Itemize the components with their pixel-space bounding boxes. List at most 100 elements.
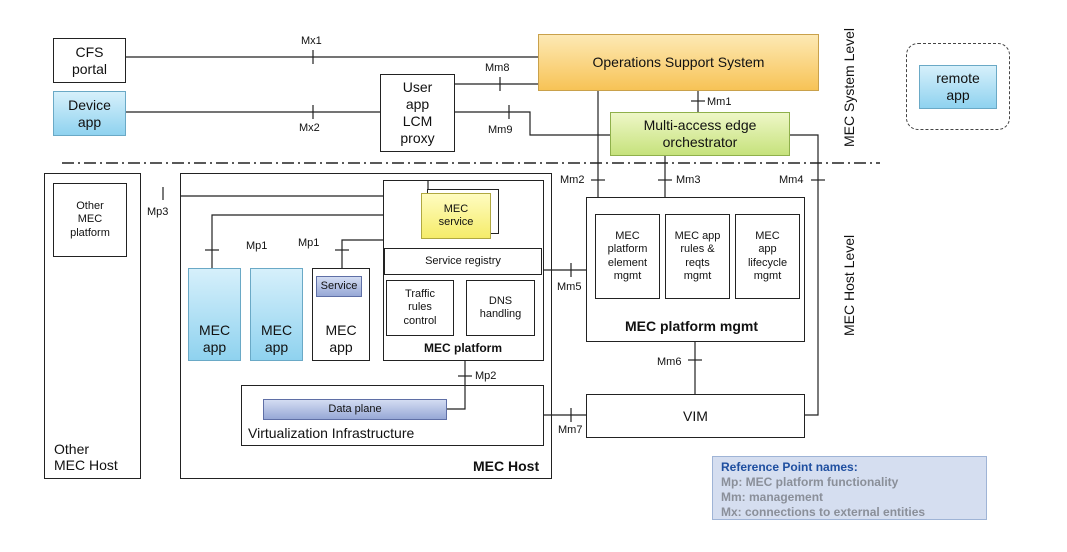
multi-access-edge-orchestrator[interactable]: Multi-access edge orchestrator (610, 112, 790, 156)
mec-app-1-line-2: app (202, 339, 227, 356)
legend-mp: Mp: MEC platform functionality (721, 475, 899, 489)
virtualization-infrastructure[interactable] (241, 385, 544, 446)
arm-line-3: reqts (685, 256, 710, 269)
mec-app-2-line-2: app (264, 339, 289, 356)
app-service[interactable]: Service (316, 276, 362, 297)
legend-mx: Mx: connections to external entities (721, 505, 926, 519)
other-platform-line-2: MEC (77, 213, 103, 226)
mec-service-line-2: service (438, 216, 474, 228)
data-plane[interactable]: Data plane (263, 399, 447, 420)
ref-mp2: Mp2 (475, 370, 497, 382)
device-app[interactable]: Device app (53, 91, 126, 136)
mec-app-2[interactable]: MEC app (250, 268, 303, 361)
service-registry-label: Service registry (425, 254, 501, 267)
app-service-label: Service (320, 279, 358, 292)
app-rules-reqts-mgmt[interactable]: MEC app rules & reqts mgmt (665, 214, 730, 299)
ref-mm1: Mm1 (707, 96, 732, 108)
user-app-lcm-proxy[interactable]: User app LCM proxy (380, 74, 455, 152)
pem-line-1: MEC (615, 230, 640, 243)
other-host-line-2: MEC Host (54, 457, 118, 474)
oss-label: Operations Support System (592, 54, 765, 71)
mec-host[interactable] (180, 173, 552, 479)
ref-mm5: Mm5 (557, 281, 582, 293)
traffic-rules-control[interactable]: Traffic rules control (386, 280, 454, 336)
legend-mm: Mm: management (721, 490, 824, 504)
mec-host-label: MEC Host (473, 458, 540, 474)
pem-line-3: element (607, 256, 648, 269)
mec-platform-mgmt[interactable] (586, 197, 805, 342)
mec-platform[interactable] (383, 180, 544, 361)
alm-line-1: MEC (755, 230, 780, 243)
remote-app-container: remote app (906, 43, 1010, 130)
ref-mm4: Mm4 (779, 174, 804, 186)
mec-app-1-line-1: MEC (198, 322, 231, 339)
operations-support-system[interactable]: Operations Support System (538, 34, 819, 91)
mec-app-1[interactable]: MEC app (188, 268, 241, 361)
reference-point-legend: Reference Point names: Mp: MEC platform … (712, 456, 987, 520)
alm-line-4: mgmt (753, 269, 782, 282)
ref-mp1-a: Mp1 (246, 240, 268, 252)
ref-mp3: Mp3 (147, 206, 169, 218)
mec-app-3-line-1: MEC (325, 322, 357, 339)
remote-app[interactable]: remote app (919, 64, 997, 109)
traffic-line-1: Traffic (405, 288, 435, 301)
mec-platform-mgmt-label: MEC platform mgmt (625, 318, 758, 334)
arm-line-1: MEC app (674, 230, 721, 243)
dns-line-1: DNS (488, 294, 513, 307)
device-app-line-2: app (77, 113, 102, 130)
other-platform-line-3: platform (70, 226, 110, 239)
cfs-portal-line-2: portal (71, 60, 108, 77)
host-level-label: MEC Host Level (841, 234, 857, 336)
ref-mm7: Mm7 (558, 424, 583, 436)
remote-app-line-2: app (946, 86, 970, 103)
ref-mm6: Mm6 (657, 356, 682, 368)
pem-line-2: platform (607, 243, 648, 256)
remote-app-line-1: remote (936, 69, 980, 86)
cfs-portal[interactable]: CFS portal (53, 38, 126, 83)
vim-label: VIM (683, 407, 708, 424)
alm-line-2: app (758, 243, 777, 256)
ref-mm8: Mm8 (485, 62, 510, 74)
platform-element-mgmt[interactable]: MEC platform element mgmt (595, 214, 660, 299)
other-mec-platform[interactable]: Other MEC platform (53, 183, 127, 257)
system-level-label: MEC System Level (841, 27, 857, 147)
lcm-proxy-line-2: app (405, 96, 430, 113)
arm-line-4: mgmt (683, 269, 712, 282)
mec-app-3-line-2: app (329, 339, 353, 356)
other-mec-host-label: Other MEC Host (54, 441, 118, 473)
lcm-proxy-line-3: LCM (402, 113, 433, 129)
dns-line-2: handling (479, 308, 522, 320)
mec-service-line-1: MEC (443, 202, 469, 215)
ref-mm3: Mm3 (676, 174, 701, 186)
ref-mx2: Mx2 (299, 122, 320, 134)
cfs-portal-line-1: CFS (75, 43, 104, 60)
ref-mp1-b: Mp1 (298, 237, 320, 249)
mec-app-2-line-1: MEC (260, 322, 293, 339)
virtualization-infrastructure-label: Virtualization Infrastructure (248, 425, 415, 441)
mec-platform-label: MEC platform (424, 341, 502, 355)
other-platform-line-1: Other (76, 200, 104, 213)
lcm-proxy-line-1: User (402, 79, 433, 96)
legend-title: Reference Point names: (721, 460, 858, 474)
data-plane-label: Data plane (328, 402, 382, 415)
lcm-proxy-line-4: proxy (400, 129, 435, 146)
orchestrator-line-2: orchestrator (662, 134, 738, 150)
ref-mx1: Mx1 (301, 35, 322, 47)
other-mec-host[interactable] (44, 173, 141, 479)
mec-service[interactable]: MEC service (421, 193, 491, 239)
ref-mm9: Mm9 (488, 124, 513, 136)
orchestrator-line-1: Multi-access edge (643, 117, 757, 134)
vim[interactable]: VIM (586, 394, 805, 438)
device-app-line-1: Device (68, 96, 111, 113)
dns-handling[interactable]: DNS handling (466, 280, 535, 336)
service-registry[interactable]: Service registry (384, 248, 542, 275)
arm-line-2: rules & (680, 243, 715, 256)
traffic-line-3: control (403, 314, 437, 327)
alm-line-3: lifecycle (747, 256, 788, 269)
other-host-line-1: Other (54, 441, 90, 457)
ref-mm2: Mm2 (560, 174, 585, 186)
app-lifecycle-mgmt[interactable]: MEC app lifecycle mgmt (735, 214, 800, 299)
pem-line-4: mgmt (613, 269, 642, 282)
traffic-line-2: rules (408, 301, 432, 314)
